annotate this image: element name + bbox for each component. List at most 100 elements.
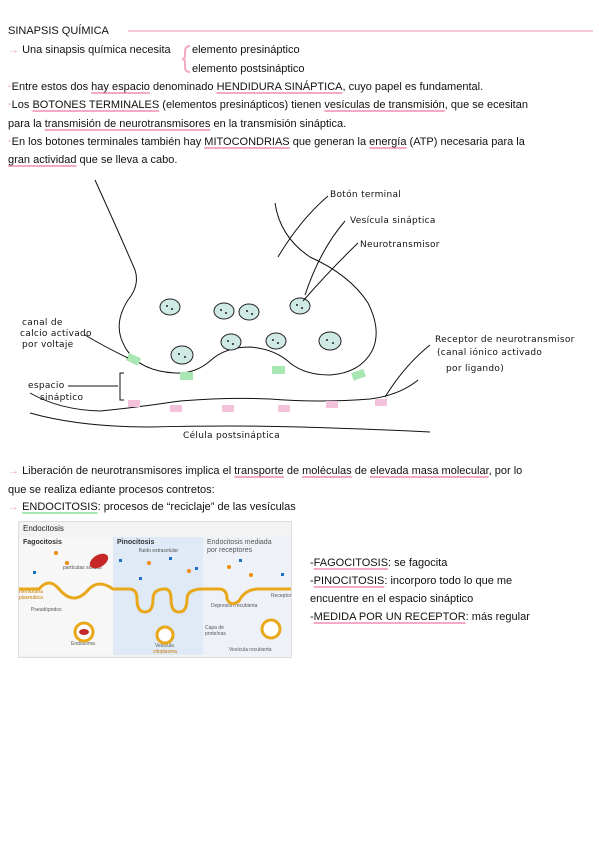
p2-a: Los	[11, 99, 33, 111]
bullet-icon: ·	[8, 99, 12, 111]
receptor	[326, 401, 338, 408]
small-label: fluido extracelular	[139, 548, 179, 554]
pointer-line	[384, 344, 431, 398]
note-pinocitosis: -PINOCITOSIS: incorporo todo lo que me	[310, 574, 512, 588]
p2-h: en la transmisión sináptica.	[210, 118, 347, 130]
p2-f: para la	[8, 118, 45, 130]
pointer-line	[304, 220, 346, 296]
endo-desc: : procesos de “reciclaje” de las vesícul…	[97, 501, 296, 513]
paragraph-2-line-2: para la transmisión de neurotransmisores…	[8, 117, 346, 131]
small-label: Depresión recubierta	[211, 603, 258, 609]
p1-d: HENDIDURA SINÁPTICA	[216, 81, 343, 93]
label-receptor-2: (canal iónico activado	[437, 347, 542, 358]
p2-g: transmisión de neurotransmisores	[44, 118, 211, 130]
brace-item-2: elemento postsináptico	[192, 63, 305, 75]
small-label: membrana plasmática	[19, 589, 43, 601]
receptor	[278, 405, 290, 412]
p4-e: de	[351, 465, 371, 477]
p2-e: , que se ecesitan	[444, 99, 528, 111]
small-label: Capa de proteínas	[205, 625, 226, 637]
note-term: PINOCITOSIS	[313, 575, 385, 587]
note-desc: : se fagocita	[388, 557, 448, 569]
title-rule	[128, 30, 593, 32]
p3-c: que generan la	[289, 136, 370, 148]
small-label: Receptor	[271, 593, 292, 599]
note-dash: -	[310, 575, 314, 587]
endo-term: ENDOCITOSIS	[22, 501, 98, 513]
p4-c: de	[283, 465, 303, 477]
bullet-icon: ·	[8, 81, 12, 93]
p4-f: elevada masa molecular	[370, 465, 489, 477]
vesicle-group	[159, 297, 342, 365]
paragraph-2-line-1: ·Los BOTONES TERMINALES (elementos presi…	[8, 98, 528, 112]
synapse-diagram: Botón terminal Vesícula sináptica Neurot…	[20, 179, 575, 441]
note-dash: -	[310, 557, 314, 569]
p3-d: energía	[369, 136, 407, 148]
note-receptor: -MEDIDA POR UN RECEPTOR: más regular	[310, 610, 530, 624]
panel-title: Endocitosis mediada	[207, 539, 272, 546]
note-fagocitosis: -FAGOCITOSIS: se fagocita	[310, 556, 447, 570]
small-label: Vesícula	[155, 643, 174, 649]
p2-d: vesículas de transmisión	[324, 99, 445, 111]
brace-icon	[182, 45, 191, 73]
small-label: partículas sólidas	[63, 565, 102, 571]
endocytosis-drawing	[19, 551, 291, 645]
receptor	[170, 405, 182, 412]
p1-b: hay espacio	[91, 81, 150, 93]
figure-heading: Endocitosis	[23, 524, 64, 533]
endocytosis-figure: Endocitosis Fagocitosis partículas sólid…	[18, 521, 292, 658]
paragraph-3-line-2: gran actividad que se lleva a cabo.	[8, 153, 177, 167]
note-dash: -	[310, 611, 314, 623]
p1-c: denominado	[149, 81, 217, 93]
calcium-channel	[350, 368, 366, 381]
label-canal-1: canal de	[22, 318, 63, 328]
p4-b: transporte	[234, 465, 284, 477]
small-label: citoplasma	[153, 649, 177, 655]
label-canal-3: por voltaje	[22, 340, 74, 350]
pointer-line	[302, 242, 359, 302]
receptor	[375, 399, 387, 406]
small-label: Vesícula recubierta	[229, 647, 272, 653]
p3-b: MITOCONDRIAS	[204, 136, 290, 148]
p1-e: , cuyo papel es fundamental.	[342, 81, 484, 93]
label-receptor-3: por ligando)	[446, 364, 504, 374]
panel-title: por receptores	[207, 547, 253, 554]
calcium-channel	[180, 372, 193, 380]
panel-title: Pinocitosis	[117, 539, 155, 546]
endocitosis-line: → ENDOCITOSIS: procesos de “reciclaje” d…	[8, 500, 296, 514]
presynaptic-terminal-outline	[94, 179, 377, 376]
title-text: SINAPSIS QUÍMICA	[8, 25, 109, 37]
p3-e: (ATP) necesaria para la	[406, 136, 525, 148]
neurotransmitter-dots	[166, 304, 334, 358]
arrow-icon: →	[8, 465, 19, 477]
p4-g: , por lo	[488, 465, 523, 477]
label-boton: Botón terminal	[330, 189, 401, 200]
pointer-line	[84, 334, 129, 359]
label-canal-2: calcio activado	[20, 329, 92, 339]
postsynaptic-bottom	[29, 412, 431, 433]
receptor	[128, 400, 140, 407]
intro-text: Una sinapsis química necesita	[22, 44, 171, 56]
paragraph-3-line-1: ·En los botones terminales también hay M…	[8, 135, 525, 149]
p3-a: En los botones terminales también hay	[11, 136, 205, 148]
small-label: Pseudópodos	[31, 607, 62, 613]
receptor	[222, 405, 234, 412]
note-desc: : incorporo todo lo que me	[384, 575, 513, 587]
p3-f: gran actividad	[8, 154, 77, 166]
p2-b: BOTONES TERMINALES	[32, 99, 160, 111]
paragraph-4-line-2: que se realiza ediante procesos contreto…	[8, 484, 215, 496]
paragraph-1: ·Entre estos dos hay espacio denominado …	[8, 80, 483, 94]
p4-a: Liberación de neurotransmisores implica …	[22, 465, 235, 477]
calcium-channel	[125, 352, 142, 366]
intro-line: → Una sinapsis química necesita	[8, 43, 171, 57]
postsynaptic-membrane	[29, 379, 419, 412]
small-label: Endosoma	[71, 641, 95, 647]
brace-item-1: elemento presináptico	[192, 44, 300, 56]
label-receptor-1: Receptor de neurotransmisor	[435, 335, 575, 345]
paragraph-4-line-1: → Liberación de neurotransmisores implic…	[8, 464, 522, 478]
pointer-line	[277, 195, 329, 258]
label-espacio-2: sináptico	[40, 393, 83, 403]
note-desc: : más regular	[465, 611, 530, 623]
note-term: FAGOCITOSIS	[313, 557, 389, 569]
p2-c: (elementos presinápticos) tienen	[159, 99, 325, 111]
